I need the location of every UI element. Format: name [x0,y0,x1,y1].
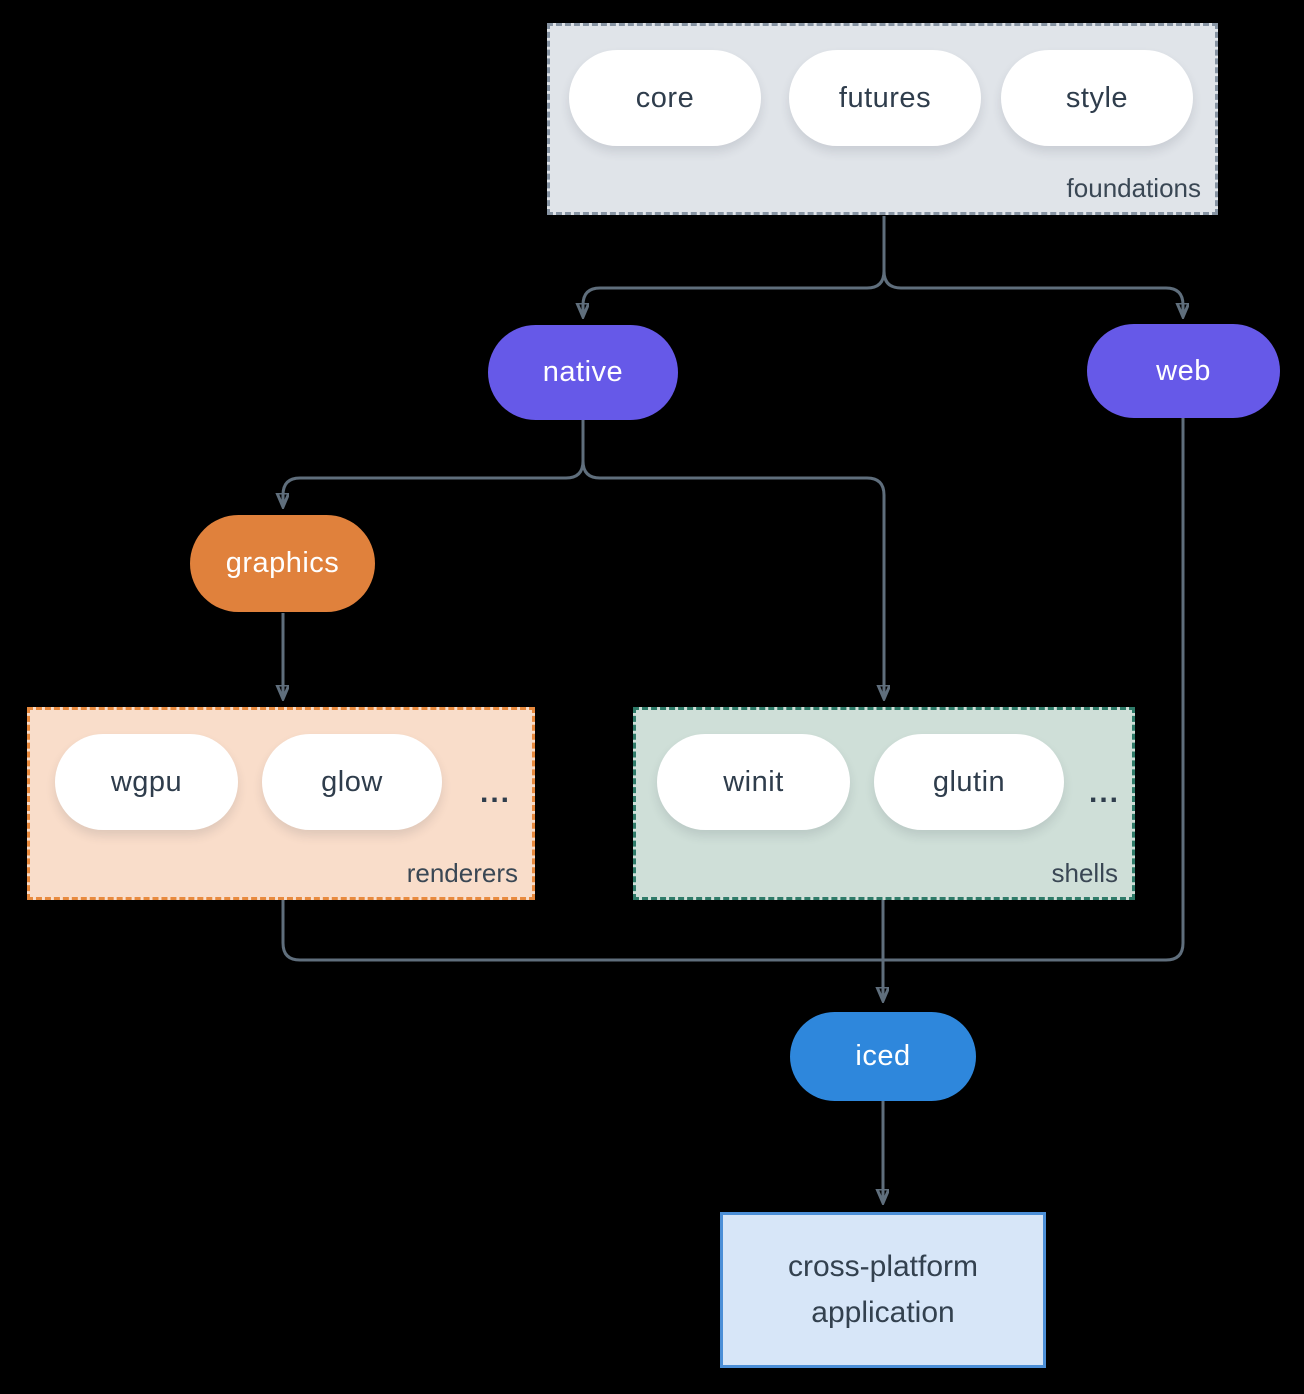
node-native: native [488,325,678,420]
renderers-ellipsis: ... [480,776,512,809]
foundations-group-label: foundations [1066,173,1201,203]
renderers-group: wgpu glow ... renderers [27,707,535,900]
node-core: core [569,50,761,146]
edge-web-merge [883,418,1185,962]
node-glutin: glutin [874,734,1064,830]
edge-native-shells [581,420,884,698]
shells-group: winit glutin ... shells [633,707,1135,900]
edge-foundations-web [882,216,1183,316]
node-futures: futures [789,50,981,146]
node-cross-platform-application: cross-platform application [720,1212,1046,1368]
foundations-group: core futures style foundations [547,23,1218,215]
edge-renderers-merge [281,900,883,962]
node-glow: glow [262,734,442,830]
shells-group-label: shells [1051,858,1118,888]
shells-ellipsis: ... [1089,776,1121,809]
node-web: web [1087,324,1280,418]
edge-native-graphics [283,420,585,506]
node-style: style [1001,50,1193,146]
node-winit: winit [657,734,850,830]
node-iced: iced [790,1012,976,1101]
node-wgpu: wgpu [55,734,238,830]
edge-foundations-native [583,216,886,316]
node-graphics: graphics [190,515,375,612]
renderers-group-label: renderers [406,858,518,888]
